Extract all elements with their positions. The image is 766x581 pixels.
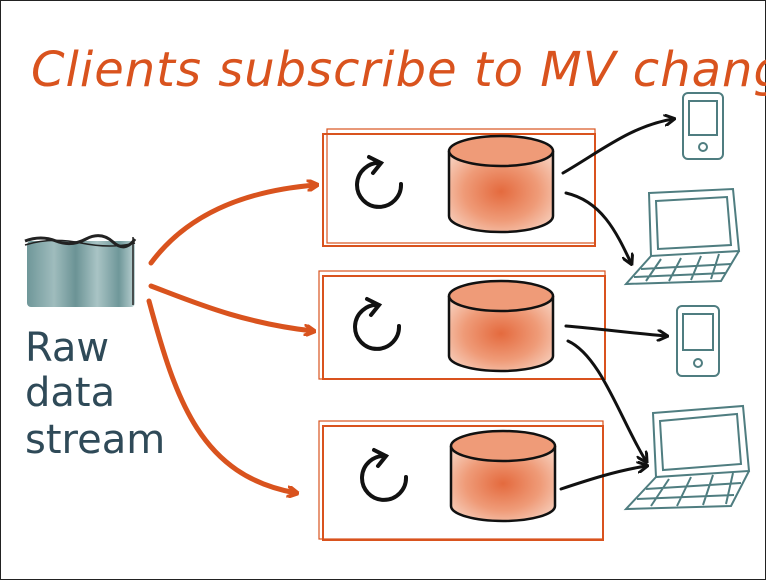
view-2-to-phone-arrow	[564, 324, 666, 336]
materialized-view-3	[318, 420, 604, 541]
raw-data-stream	[24, 234, 137, 307]
stream-to-view-1-arrow	[148, 185, 316, 266]
materialized-view-1	[322, 128, 596, 247]
stream-top-edge-2	[24, 239, 136, 247]
stream-block	[27, 241, 135, 307]
view-2-frame-sketch	[318, 270, 606, 380]
refresh-icon	[355, 155, 404, 209]
diagram-title: Clients subscribe to MV changes	[31, 42, 766, 98]
materialized-view-2	[318, 270, 606, 380]
view-3-to-laptop-arrow	[559, 466, 646, 491]
database-icon	[447, 279, 555, 373]
stream-to-view-2-arrow	[148, 283, 313, 331]
laptop-icon	[623, 187, 741, 286]
view-1-to-laptop-arrow	[564, 191, 631, 263]
view-3-frame-sketch	[318, 420, 604, 540]
view-1-to-phone-arrow	[561, 119, 673, 175]
source-label-line-1: Raw	[25, 325, 109, 371]
refresh-icon	[353, 297, 402, 351]
source-label-line-2: data	[25, 370, 115, 416]
view-2-to-laptop-arrow	[566, 339, 646, 461]
laptop-icon	[623, 404, 751, 511]
database-icon	[447, 134, 555, 234]
view-1-frame-sketch	[326, 128, 596, 244]
refresh-icon	[360, 448, 409, 502]
stream-to-view-3-arrow	[146, 298, 296, 493]
database-icon	[449, 429, 557, 523]
phone-icon	[676, 305, 720, 377]
source-label-line-3: stream	[25, 417, 165, 463]
phone-icon	[682, 92, 724, 160]
